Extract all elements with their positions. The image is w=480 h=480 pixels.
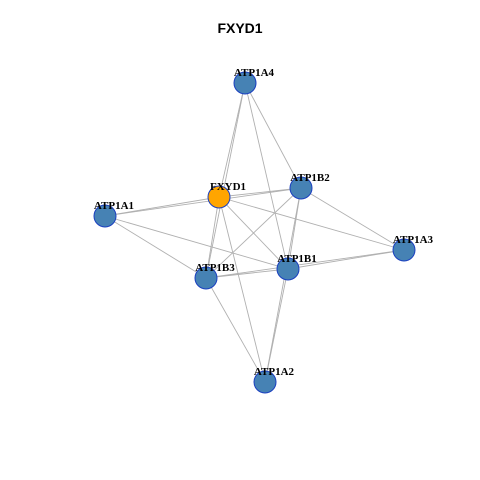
- edge-layer: [104, 82, 405, 383]
- edge-atp1b2-atp1a2: [264, 187, 302, 383]
- edge-atp1b2-atp1a3: [300, 187, 405, 251]
- node-atp1a1[interactable]: ATP1A1: [93, 200, 134, 228]
- node-atp1a3[interactable]: ATP1A3: [392, 234, 434, 262]
- edge-fxyd1-atp1a3: [218, 196, 405, 251]
- node-circle: [93, 204, 117, 228]
- node-circle: [207, 185, 231, 209]
- edge-atp1a3-atp1b3: [205, 249, 405, 279]
- diagram-title: FXYD1: [217, 20, 263, 36]
- edge-atp1a1-atp1b1: [104, 215, 289, 270]
- node-label: ATP1A4: [234, 67, 275, 79]
- node-atp1b3[interactable]: ATP1B3: [194, 262, 235, 290]
- node-label: ATP1A2: [254, 366, 295, 378]
- edge-atp1b2-atp1a1: [104, 187, 302, 217]
- node-circle: [392, 238, 416, 262]
- node-fxyd1[interactable]: FXYD1: [207, 181, 246, 209]
- node-label: ATP1A1: [94, 200, 134, 212]
- edge-fxyd1-atp1b3: [205, 196, 220, 279]
- node-circle: [253, 370, 277, 394]
- node-circle: [289, 176, 313, 200]
- node-label: ATP1B2: [290, 172, 330, 184]
- node-label: FXYD1: [210, 181, 246, 193]
- node-atp1a2[interactable]: ATP1A2: [253, 366, 295, 394]
- edge-atp1b3-atp1a2: [205, 277, 266, 383]
- node-circle: [194, 266, 218, 290]
- node-label: ATP1B1: [277, 253, 317, 265]
- node-label: ATP1A3: [393, 234, 434, 246]
- node-atp1a4[interactable]: ATP1A4: [233, 67, 275, 95]
- node-circle: [233, 71, 257, 95]
- edge-atp1b1-atp1a2: [264, 268, 289, 383]
- edge-atp1a1-atp1b3: [104, 215, 207, 279]
- edge-atp1b2-atp1b3: [205, 187, 302, 279]
- edge-atp1a4-atp1b2: [244, 82, 302, 189]
- edge-atp1a4-atp1b1: [244, 82, 289, 270]
- edge-atp1a4-atp1b3: [205, 82, 246, 279]
- node-atp1b2[interactable]: ATP1B2: [289, 172, 330, 200]
- edge-atp1b3-atp1b1: [205, 268, 289, 279]
- node-label: ATP1B3: [195, 262, 235, 274]
- edge-fxyd1-atp1a2: [218, 196, 266, 383]
- node-circle: [276, 257, 300, 281]
- edge-fxyd1-atp1a4: [218, 82, 246, 198]
- node-atp1b1[interactable]: ATP1B1: [276, 253, 317, 281]
